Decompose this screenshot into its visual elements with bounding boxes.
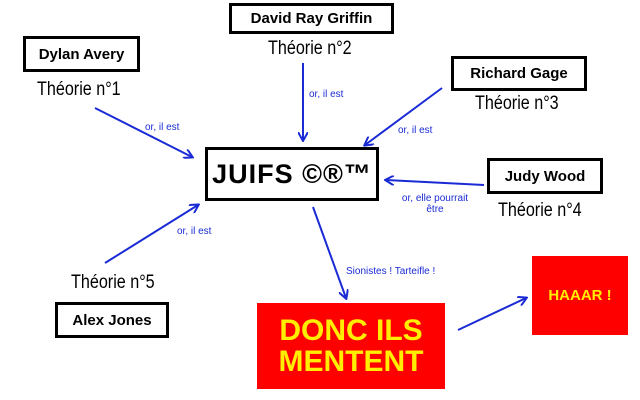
theory-5-label: Théorie n°5 [71,272,155,293]
arrow-dylan-to-center [94,107,192,157]
result-label: HAAAR ! [548,287,612,304]
result-box: HAAAR ! [532,256,628,335]
node-david-ray-griffin: David Ray Griffin [229,3,394,34]
conclusion-box: DONC ILS MENTENT [257,303,445,389]
theory-3-label: Théorie n°3 [475,93,559,114]
theory-2-label: Théorie n°2 [268,38,352,59]
edge-label-richard: or, il est [398,125,433,136]
node-alex-jones: Alex Jones [55,302,169,338]
theory-4-label: Théorie n°4 [498,200,582,221]
edge-label-judy: or, elle pourrait être [392,193,478,215]
conclusion-line-1: DONC ILS [279,314,423,347]
edge-label-judy-line1: or, elle pourrait [401,193,469,204]
edge-label-david: or, il est [309,89,344,100]
node-judy-label: Judy Wood [504,167,586,185]
edge-label-judy-line2: être [426,204,444,215]
conclusion-line-2: MENTENT [278,345,424,378]
edge-label-center-to-conclusion: Sionistes ! Tarteifle ! [346,266,436,277]
center-node-juifs: JUIFS ©®™ [205,147,379,201]
node-richard-gage: Richard Gage [451,56,587,91]
node-richard-label: Richard Gage [470,65,568,82]
edge-label-alex: or, il est [177,226,212,237]
theory-1-label: Théorie n°1 [37,79,121,100]
node-judy-wood: Judy Wood [487,158,603,194]
node-david-label: David Ray Griffin [250,10,373,27]
center-node-label: JUIFS ©®™ [212,158,372,189]
edge-label-dylan: or, il est [145,122,180,133]
node-dylan-label: Dylan Avery [38,45,125,63]
node-dylan-avery: Dylan Avery [23,36,140,72]
arrow-center-to-conclusion [312,206,346,298]
arrow-alex-to-center [104,205,198,264]
arrow-judy-to-center [386,180,485,186]
node-alex-label: Alex Jones [72,311,152,329]
arrow-conclusion-to-result [457,298,526,331]
arrow-richard-to-center [365,87,443,145]
